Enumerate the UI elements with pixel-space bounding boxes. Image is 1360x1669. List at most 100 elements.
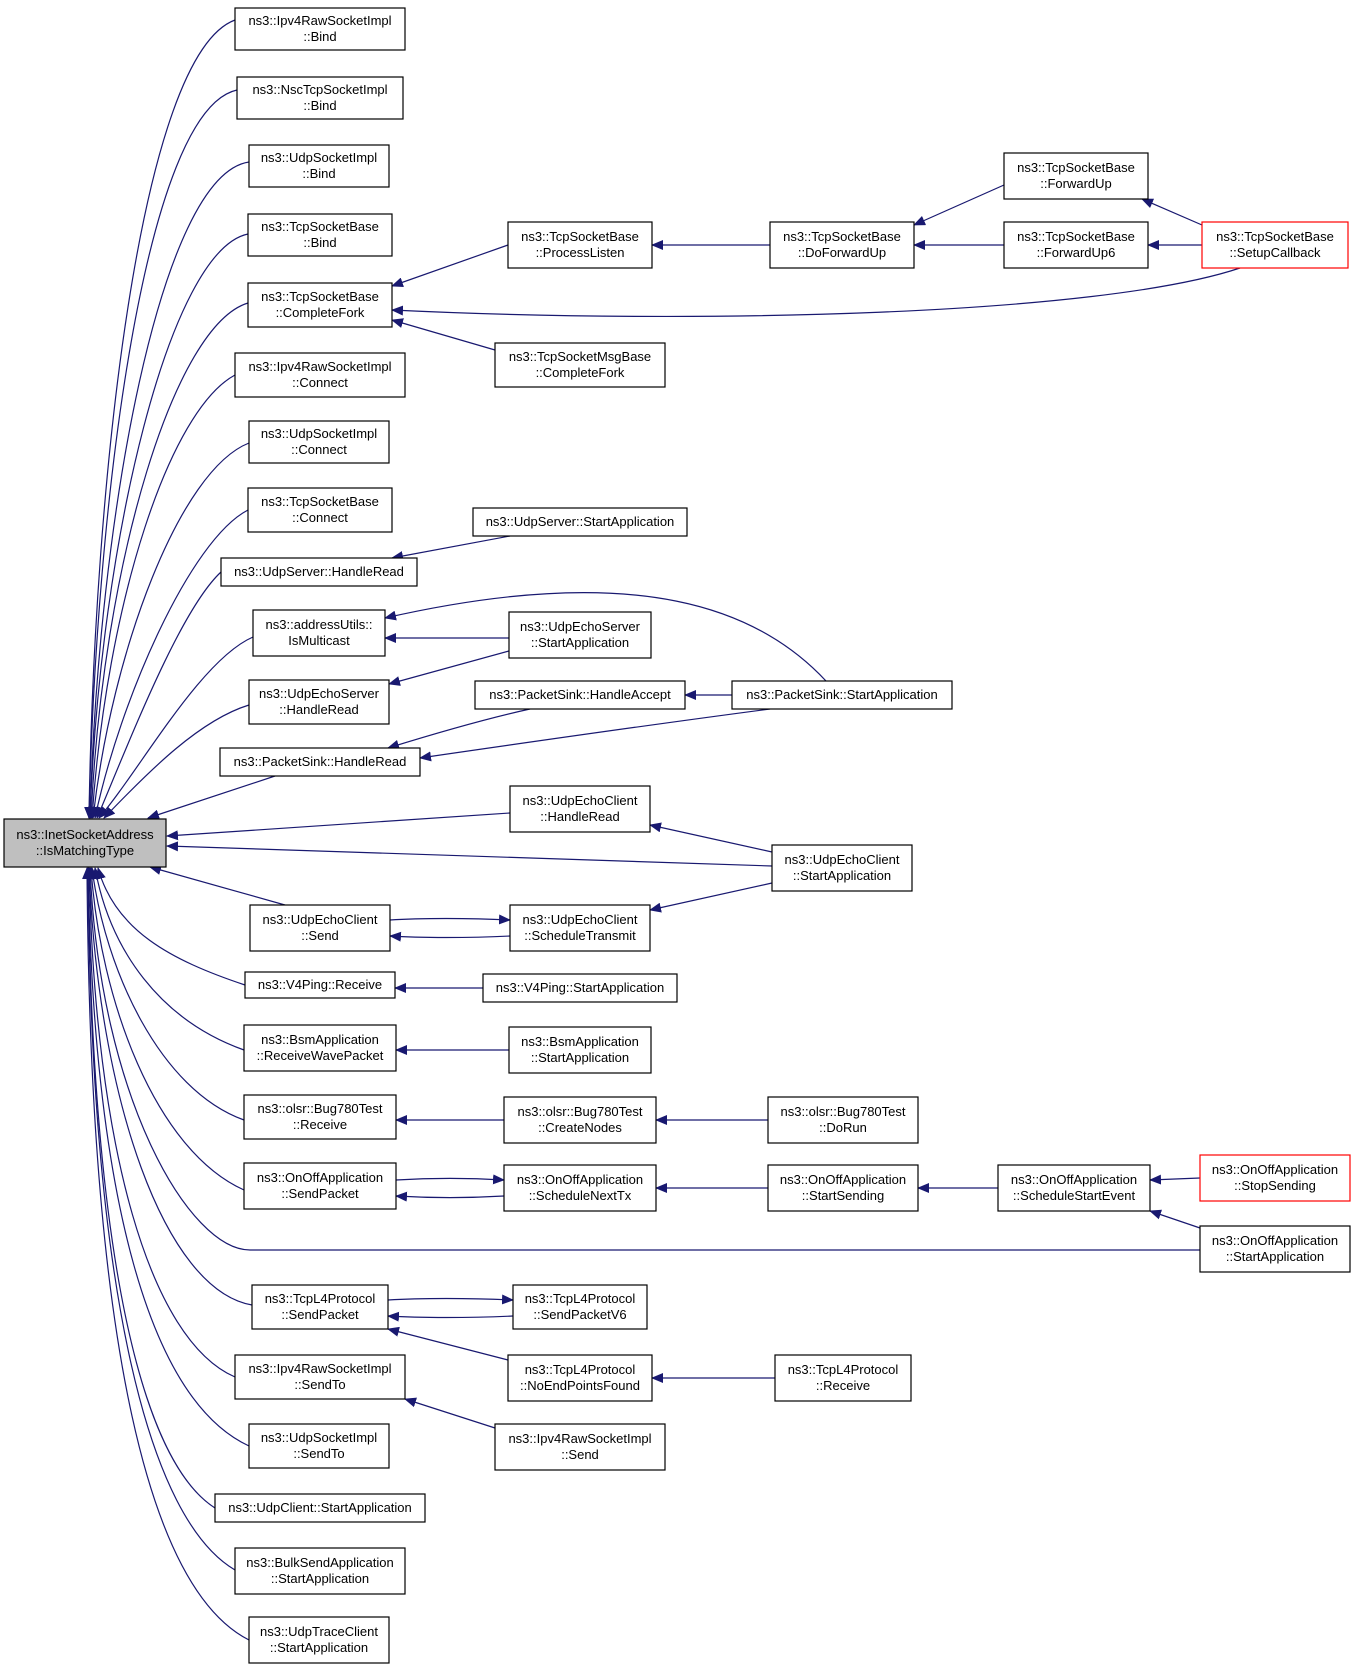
edge-udpechoserver_handleread-to-root [103,704,250,819]
node-onoff-sendpacket[interactable]: ns3::OnOffApplication::SendPacket [243,1162,397,1210]
node-packetsink-startapp[interactable]: ns3::PacketSink::StartApplication [731,680,953,710]
node-label-line: ns3::UdpEchoClient [523,912,638,927]
node-label-line: ns3::Ipv4RawSocketImpl [248,359,391,374]
node-olsr-dorun[interactable]: ns3::olsr::Bug780Test::DoRun [767,1096,919,1144]
node-tcpbase-setupcallback[interactable]: ns3::TcpSocketBase::SetupCallback [1201,221,1349,269]
edge-packetsink_startapp-to-packetsink_handleread [419,708,771,762]
node-addressutils-ismulticast[interactable]: ns3::addressUtils::IsMulticast [252,609,386,657]
node-root[interactable]: ns3::InetSocketAddress::IsMatchingType [3,818,167,868]
node-onoff-schedulestartevent[interactable]: ns3::OnOffApplication::ScheduleStartEven… [997,1164,1151,1212]
node-onoff-startsending[interactable]: ns3::OnOffApplication::StartSending [767,1164,919,1212]
node-tcpbase-doforwardup[interactable]: ns3::TcpSocketBase::DoForwardUp [769,221,915,269]
edge-nsctcp_bind-to-root [84,89,238,819]
node-label-line: ns3::UdpServer::HandleRead [234,564,404,579]
node-tcpbase-connect[interactable]: ns3::TcpSocketBase::Connect [247,487,393,533]
node-olsr-createnodes[interactable]: ns3::olsr::Bug780Test::CreateNodes [503,1096,657,1144]
node-box [508,1026,652,1074]
node-packetsink-handleread[interactable]: ns3::PacketSink::HandleRead [219,747,421,777]
node-label-line: ::StopSending [1234,1178,1316,1193]
node-tcpl4-noendpointsfound[interactable]: ns3::TcpL4Protocol::NoEndPointsFound [507,1354,653,1402]
node-label-line: ns3::olsr::Bug780Test [780,1104,905,1119]
node-label-line: ::ReceiveWavePacket [257,1048,384,1063]
node-udptrace-startapp[interactable]: ns3::UdpTraceClient::StartApplication [248,1616,390,1664]
node-tcpmsg-completefork[interactable]: ns3::TcpSocketMsgBase::CompleteFork [494,342,666,388]
node-label-line: ns3::Ipv4RawSocketImpl [248,13,391,28]
node-udpechoclient-startapp[interactable]: ns3::UdpEchoClient::StartApplication [771,844,913,892]
edge-tcpbase_setupcallback-to-tcpbase_completefork [391,267,1241,318]
edge-onoff_startapp-to-root [85,867,1200,1251]
node-bulksend-startapp[interactable]: ns3::BulkSendApplication::StartApplicati… [234,1547,406,1595]
node-udpechoserver-handleread[interactable]: ns3::UdpEchoServer::HandleRead [248,679,390,725]
node-ipv4raw-sendto[interactable]: ns3::Ipv4RawSocketImpl::SendTo [234,1354,406,1400]
edge-onoff_startapp-to-onoff_schedulestartevent [1149,1209,1201,1229]
node-udpclient-startapp[interactable]: ns3::UdpClient::StartApplication [214,1493,426,1523]
node-box [234,1547,406,1595]
node-bsm-receivewavepacket[interactable]: ns3::BsmApplication::ReceiveWavePacket [243,1024,397,1072]
node-label-line: ::Bind [303,29,336,44]
node-udpserver-startapp[interactable]: ns3::UdpServer::StartApplication [472,507,688,537]
node-packetsink-handleaccept[interactable]: ns3::PacketSink::HandleAccept [474,680,686,710]
edge-tcpbase_completefork-to-root [86,302,249,819]
node-tcpl4-sendpacket[interactable]: ns3::TcpL4Protocol::SendPacket [251,1284,389,1330]
edge-bsm_receivewavepacket-to-root [92,867,245,1051]
node-label-line: ns3::OnOffApplication [1212,1233,1338,1248]
node-label-line: ns3::BsmApplication [261,1032,379,1047]
node-label-line: ::SendTo [294,1377,345,1392]
node-label-line: ::SendPacket [281,1186,359,1201]
node-label-line: ns3::BsmApplication [521,1034,639,1049]
node-onoff-schedulenexttx[interactable]: ns3::OnOffApplication::ScheduleNextTx [503,1164,657,1212]
node-label-line: ::Receive [293,1117,347,1132]
node-box [494,342,666,388]
node-tcpbase-processlisten[interactable]: ns3::TcpSocketBase::ProcessListen [507,221,653,269]
node-olsr-receive[interactable]: ns3::olsr::Bug780Test::Receive [243,1094,397,1140]
node-box [1199,1154,1351,1202]
node-nsctcp-bind[interactable]: ns3::NscTcpSocketImpl::Bind [236,76,404,120]
node-label-line: ::SetupCallback [1229,245,1321,260]
node-box [503,1164,657,1212]
node-ipv4raw-bind[interactable]: ns3::Ipv4RawSocketImpl::Bind [234,7,406,51]
edge-udpechoclient_handleread-to-root [166,812,511,841]
node-label-line: ::HandleRead [279,702,359,717]
node-tcpbase-completefork[interactable]: ns3::TcpSocketBase::CompleteFork [247,282,393,328]
node-box [234,7,406,51]
node-box [3,818,167,868]
node-box [248,420,390,464]
node-label-line: ns3::TcpL4Protocol [525,1362,636,1377]
node-udpsock-connect[interactable]: ns3::UdpSocketImpl::Connect [248,420,390,464]
node-v4ping-startapp[interactable]: ns3::V4Ping::StartApplication [482,973,678,1003]
node-tcpbase-bind[interactable]: ns3::TcpSocketBase::Bind [247,213,393,257]
edge-packetsink_startapp-to-addressutils_ismulticast [384,592,827,682]
node-v4ping-receive[interactable]: ns3::V4Ping::Receive [244,971,396,999]
node-label-line: ns3::UdpEchoClient [785,852,900,867]
node-tcpl4-receive[interactable]: ns3::TcpL4Protocol::Receive [774,1354,912,1402]
node-tcpbase-forwardup[interactable]: ns3::TcpSocketBase::ForwardUp [1003,152,1149,200]
node-box [243,1024,397,1072]
node-box [767,1096,919,1144]
node-bsm-startapp[interactable]: ns3::BsmApplication::StartApplication [508,1026,652,1074]
node-label-line: ::SendPacketV6 [533,1307,626,1322]
edge-udptrace_startapp-to-root [82,867,250,1641]
node-ipv4raw-connect[interactable]: ns3::Ipv4RawSocketImpl::Connect [234,352,406,398]
node-udpechoserver-startapp[interactable]: ns3::UdpEchoServer::StartApplication [508,611,652,659]
node-onoff-startapp[interactable]: ns3::OnOffApplication::StartApplication [1199,1225,1351,1273]
node-ipv4raw-send[interactable]: ns3::Ipv4RawSocketImpl::Send [494,1423,666,1471]
node-tcpbase-forwardup6[interactable]: ns3::TcpSocketBase::ForwardUp6 [1003,221,1149,269]
node-udpechoclient-scheduletransmit[interactable]: ns3::UdpEchoClient::ScheduleTransmit [509,904,651,952]
node-udpechoclient-handleread[interactable]: ns3::UdpEchoClient::HandleRead [509,785,651,833]
node-box [482,973,678,1003]
node-label-line: ns3::UdpSocketImpl [261,1430,377,1445]
edge-tcpl4_noendpointsfound-to-tcpl4_sendpacket [387,1326,509,1361]
node-onoff-stopsending[interactable]: ns3::OnOffApplication::StopSending [1199,1154,1351,1202]
node-label-line: ::Send [561,1447,599,1462]
node-udpsock-sendto[interactable]: ns3::UdpSocketImpl::SendTo [248,1423,390,1469]
node-tcpl4-sendpacketv6[interactable]: ns3::TcpL4Protocol::SendPacketV6 [512,1284,648,1330]
node-box [512,1284,648,1330]
node-label-line: ns3::V4Ping::Receive [258,977,382,992]
node-box [252,609,386,657]
node-label-line: ::SendPacket [281,1307,359,1322]
node-udpsock-bind[interactable]: ns3::UdpSocketImpl::Bind [248,144,390,188]
edge-onoff_sendpacket-to-root [86,867,245,1191]
node-udpserver-handleread[interactable]: ns3::UdpServer::HandleRead [220,557,418,587]
node-label-line: ns3::Ipv4RawSocketImpl [248,1361,391,1376]
node-udpechoclient-send[interactable]: ns3::UdpEchoClient::Send [249,904,391,952]
